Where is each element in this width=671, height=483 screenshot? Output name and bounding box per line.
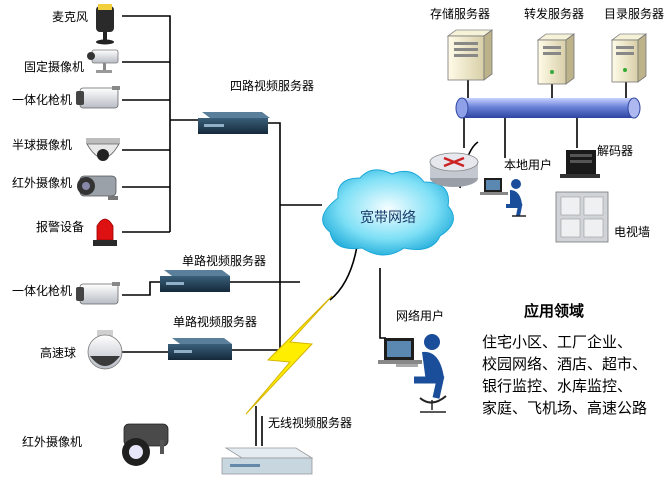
label-four-channel-server: 四路视频服务器 xyxy=(230,78,314,93)
ir-camera-icon xyxy=(122,423,169,466)
four-channel-server-icon xyxy=(198,112,270,134)
label-bullet-camera-1: 一体化枪机 xyxy=(12,92,72,107)
bullet-camera-icon xyxy=(76,86,120,109)
label-ir-camera-1: 红外摄像机 xyxy=(12,175,72,190)
alarm-device-icon xyxy=(93,218,117,246)
microphone-icon xyxy=(96,4,114,45)
label-fixed-camera: 固定摄像机 xyxy=(24,59,84,74)
ir-camera-icon xyxy=(77,175,118,200)
label-decoder: 解码器 xyxy=(597,144,633,158)
label-directory-server: 目录服务器 xyxy=(604,6,664,21)
bullet-camera-icon xyxy=(76,282,120,305)
network-user-icon xyxy=(378,334,447,413)
label-ir-camera-2: 红外摄像机 xyxy=(22,434,82,449)
label-wireless-server: 无线视频服务器 xyxy=(268,415,352,430)
label-bullet-camera-2: 一体化枪机 xyxy=(12,283,72,298)
label-single-channel-server-2: 单路视频服务器 xyxy=(173,314,257,329)
label-local-user: 本地用户 xyxy=(504,157,552,172)
applications-line: 校园网络、酒店、超市、 xyxy=(482,355,647,373)
applications-line: 银行监控、水库监控、 xyxy=(482,377,632,395)
local-user-icon xyxy=(480,178,526,217)
label-network-user: 网络用户 xyxy=(396,308,444,323)
decoder-icon xyxy=(560,150,600,178)
applications-title: 应用领域 xyxy=(524,302,584,320)
fixed-camera-icon xyxy=(87,49,119,73)
tv-wall-icon xyxy=(555,191,609,243)
label-speed-dome: 高速球 xyxy=(40,345,76,360)
label-microphone: 麦克风 xyxy=(52,10,88,24)
label-tv-wall: 电视墙 xyxy=(614,224,650,239)
network-backbone-pipe xyxy=(455,97,641,119)
single-channel-server-icon xyxy=(168,338,232,360)
router-icon xyxy=(429,152,479,187)
speed-dome-icon xyxy=(87,330,123,370)
directory-server-icon xyxy=(610,33,648,83)
label-dome-camera: 半球摄像机 xyxy=(12,137,72,152)
wireless-link-icon xyxy=(245,295,333,415)
label-forward-server: 转发服务器 xyxy=(524,6,584,21)
single-channel-server-icon xyxy=(160,270,230,292)
wireless-server-icon xyxy=(221,406,314,475)
label-alarm-device: 报警设备 xyxy=(36,219,84,234)
applications-line: 家庭、飞机场、高速公路 xyxy=(482,399,647,417)
storage-server-icon xyxy=(446,29,494,81)
dome-camera-icon xyxy=(86,138,120,161)
broadband-cloud-icon xyxy=(322,169,454,256)
label-single-channel-server-1: 单路视频服务器 xyxy=(182,253,266,268)
label-cloud: 宽带网络 xyxy=(360,209,416,226)
forward-server-icon xyxy=(536,33,576,85)
label-storage-server: 存储服务器 xyxy=(430,6,490,21)
applications-line: 住宅小区、工厂企业、 xyxy=(482,333,632,351)
